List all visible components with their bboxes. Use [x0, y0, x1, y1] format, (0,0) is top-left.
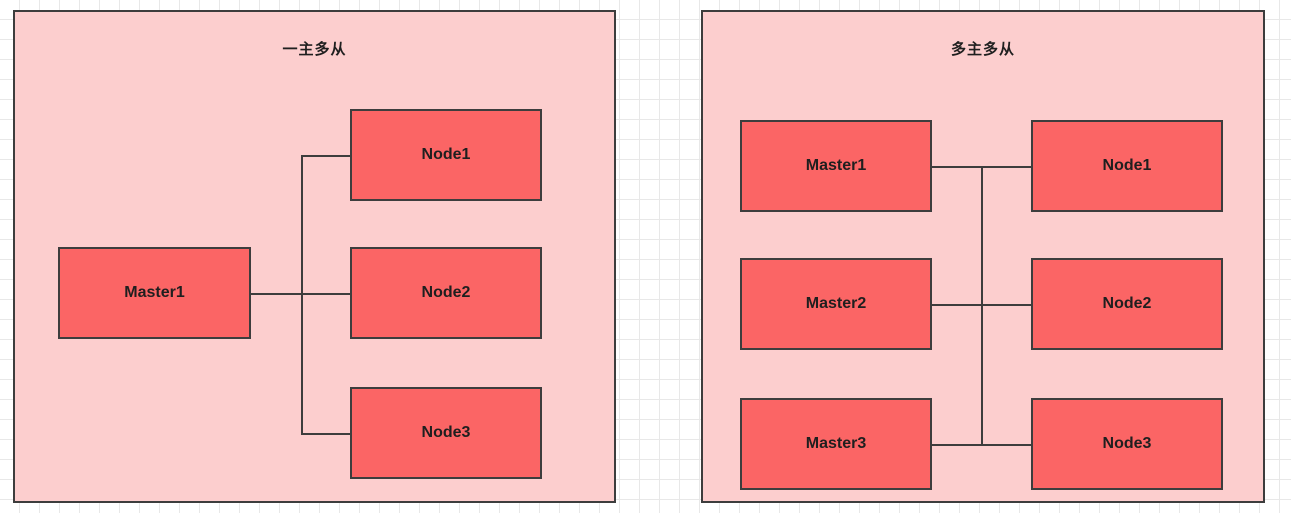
connector-trunk-node2: [301, 293, 351, 295]
box-right-master1[interactable]: Master1: [740, 120, 932, 212]
box-left-node3-label: Node3: [421, 424, 471, 441]
box-left-node3[interactable]: Node3: [350, 387, 542, 479]
box-left-master1[interactable]: Master1: [58, 247, 251, 339]
box-left-node1-label: Node1: [421, 146, 471, 163]
box-right-node2[interactable]: Node2: [1031, 258, 1223, 350]
box-left-node1[interactable]: Node1: [350, 109, 542, 201]
box-right-master2-label: Master2: [805, 295, 867, 312]
panel-multi-master[interactable]: 多主多从 Master1 Master2 Master3 Node1 Node2: [701, 10, 1265, 503]
connector-trunk-vertical: [301, 155, 303, 435]
connector-trunk-node1: [981, 166, 1031, 168]
connector-master1-trunk: [932, 166, 983, 168]
box-right-node3-label: Node3: [1102, 435, 1152, 452]
box-left-node2-label: Node2: [421, 284, 471, 301]
panel-single-master[interactable]: 一主多从 Master1 Node1 Node2 Node3: [13, 10, 616, 503]
connector-trunk-node3: [981, 444, 1031, 446]
box-right-master3[interactable]: Master3: [740, 398, 932, 490]
box-left-master1-label: Master1: [124, 284, 185, 301]
box-right-node2-label: Node2: [1102, 295, 1152, 312]
panel-single-master-title: 一主多从: [282, 41, 347, 58]
box-right-master1-label: Master1: [805, 157, 867, 174]
connector-master2-trunk: [932, 304, 983, 306]
connector-trunk-node2: [981, 304, 1031, 306]
box-right-node1[interactable]: Node1: [1031, 120, 1223, 212]
panel-multi-master-title: 多主多从: [950, 41, 1015, 58]
box-right-master2[interactable]: Master2: [740, 258, 932, 350]
box-right-node3[interactable]: Node3: [1031, 398, 1223, 490]
connector-master3-trunk: [932, 444, 983, 446]
connector-trunk-node1: [301, 155, 351, 157]
box-right-node1-label: Node1: [1102, 157, 1152, 174]
box-right-master3-label: Master3: [805, 435, 867, 452]
connector-master1-trunk: [251, 293, 303, 295]
box-left-node2[interactable]: Node2: [350, 247, 542, 339]
connector-trunk-node3: [301, 433, 351, 435]
